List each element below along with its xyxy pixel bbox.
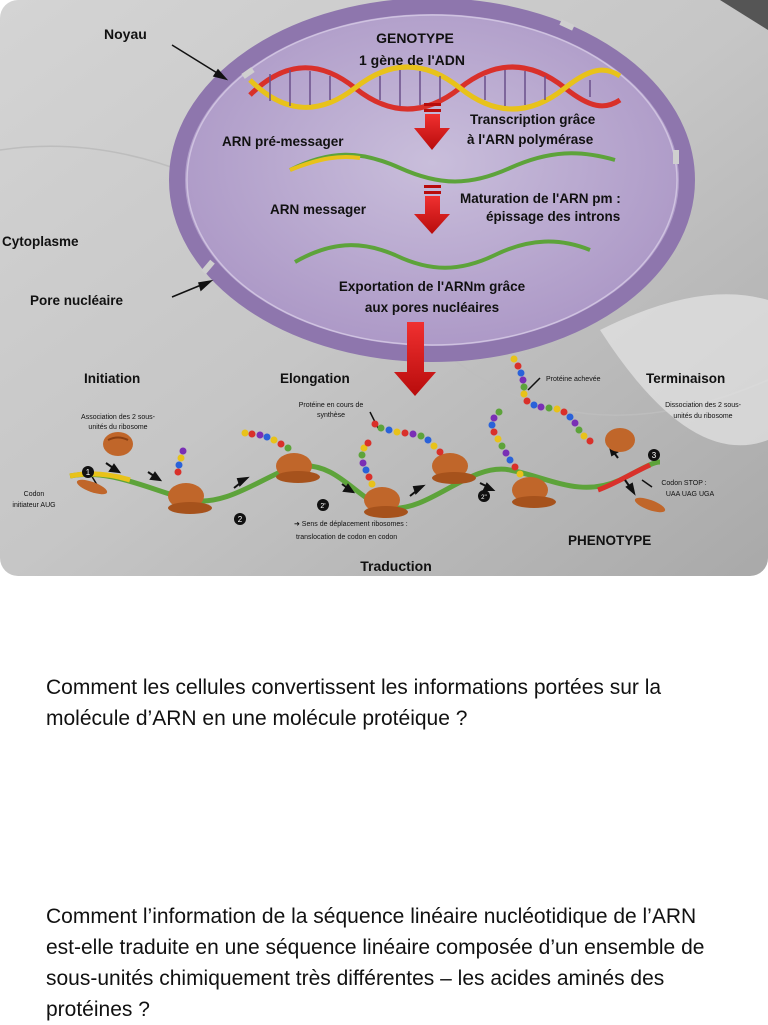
label-proteine-synthese-1: Protéine en cours de (299, 402, 364, 409)
protein-synthesis-diagram: Noyau GENOTYPE 1 gène de l'ADN Transcrip… (0, 0, 768, 576)
question-2: Comment l’information de la séquence lin… (46, 905, 705, 1021)
pre-mrna-strand (289, 151, 616, 184)
step-badge-2b: 2'' (478, 490, 490, 502)
label-proteine-synthese-2: synthèse (317, 412, 345, 419)
protein-chain (241, 429, 292, 452)
ribosome (432, 453, 476, 484)
svg-text:3: 3 (652, 451, 657, 460)
question-1: Comment les cellules convertissent les i… (46, 676, 662, 730)
nucleus-inner-line (186, 14, 678, 346)
label-terminaison: Terminaison (646, 371, 725, 386)
svg-text:2'': 2'' (481, 495, 487, 501)
label-codon-stop-2: UAA UAG UGA (666, 491, 715, 498)
label-gene: 1 gène de l'ADN (359, 52, 465, 68)
arrow-maturation (414, 185, 450, 234)
label-phenotype: PHENOTYPE (568, 533, 651, 548)
label-export-1: Exportation de l'ARNm grâce (339, 279, 526, 294)
label-elongation: Elongation (280, 371, 350, 386)
label-codon-init-2: initiateur AUG (12, 502, 55, 509)
pre-mrna-strand-yellow (289, 154, 361, 172)
ribosome (168, 483, 212, 514)
ribosome-large-subunit (103, 432, 133, 456)
label-maturation-1: Maturation de l'ARN pm : (460, 191, 621, 206)
label-codon-stop-1: Codon STOP : (661, 480, 706, 487)
protein-chain (358, 439, 376, 488)
step-badge-3: 3 (648, 449, 660, 461)
label-transcription-1: Transcription grâce (470, 112, 596, 127)
cell-right-arc (600, 294, 768, 446)
label-initiation: Initiation (84, 371, 140, 386)
cell-corner-shadow (720, 0, 768, 30)
label-translocation: translocation de codon en codon (296, 534, 397, 541)
protein-chain (488, 408, 524, 478)
label-maturation-2: épissage des introns (486, 209, 620, 224)
arrow-transcription (414, 103, 450, 150)
nuclear-pore (241, 67, 255, 79)
label-export-2: aux pores nucléaires (365, 300, 499, 315)
nuclear-pore (201, 259, 215, 275)
ribosome-small-subunit (634, 497, 666, 513)
ribosome (364, 487, 408, 518)
arrow-export (394, 322, 436, 396)
label-dissociation-2: unités du ribosome (673, 413, 732, 420)
nuclear-pore (673, 150, 679, 164)
ribosome-small-subunit (76, 479, 108, 495)
label-sens-deplacement: ➜ Sens de déplacement ribosomes : (294, 521, 408, 528)
svg-text:2: 2 (238, 515, 243, 524)
ribosome (512, 477, 556, 508)
label-dissociation-1: Dissociation des 2 sous- (665, 402, 742, 409)
translation-mrna-stop (597, 462, 652, 493)
ribosome (276, 453, 320, 483)
label-messager: ARN messager (270, 202, 367, 217)
step-badge-1: 1 (82, 466, 94, 478)
protein-chain (371, 420, 444, 456)
step-badge-2: 2 (234, 513, 246, 525)
label-codon-init-1: Codon (24, 491, 45, 498)
label-association-1: Association des 2 sous- (81, 414, 156, 421)
ribosome-large-subunit (605, 428, 635, 452)
label-association-2: unités du ribosome (88, 424, 147, 431)
svg-text:1: 1 (86, 468, 91, 477)
label-traduction: Traduction (360, 558, 432, 574)
step-badge-2a: 2' (317, 499, 329, 511)
label-noyau: Noyau (104, 26, 147, 42)
completed-protein (510, 355, 594, 445)
label-transcription-2: à l'ARN polymérase (467, 132, 594, 147)
mrna-strand (294, 239, 591, 270)
dna-helix (248, 64, 622, 112)
nuclear-pore (559, 19, 575, 31)
protein-chain (174, 447, 187, 476)
motion-arrows (105, 444, 636, 497)
translation-mrna-start (69, 471, 131, 483)
label-pre-messager: ARN pré-messager (222, 134, 344, 149)
label-proteine-achevee: Protéine achevée (546, 376, 601, 383)
label-pore-nucleaire: Pore nucléaire (30, 293, 124, 308)
svg-text:2': 2' (320, 503, 325, 510)
label-cytoplasme: Cytoplasme (2, 234, 79, 249)
label-genotype: GENOTYPE (376, 30, 454, 46)
